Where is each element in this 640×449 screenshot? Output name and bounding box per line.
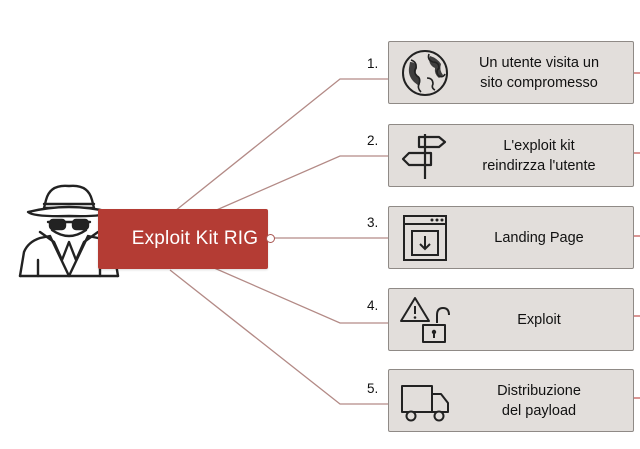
step-number-3: 3. [367, 215, 379, 230]
signpost-icon [401, 134, 447, 179]
step-box-2: L'exploit kit reindirzza l'utente [388, 124, 634, 187]
hub-connector-knob [266, 234, 275, 243]
step-text-1: Un utente visita un sito compromesso [478, 54, 600, 91]
step-box-1: Un utente visita un sito compromesso [388, 41, 634, 104]
connector-step-5 [169, 269, 388, 405]
delivery-truck-icon [401, 385, 449, 422]
step-number-4: 4. [367, 298, 379, 313]
step-number-5: 5. [367, 381, 379, 396]
step-text-4: Exploit [517, 311, 561, 328]
step-box-5: Distribuzione del payload [388, 369, 634, 432]
step-number-2: 2. [367, 133, 379, 148]
warning-unlocked-padlock-icon [400, 297, 450, 343]
landing-page-window-icon [403, 215, 447, 261]
step-box-4: Exploit [388, 288, 634, 351]
connector-step-4 [204, 263, 388, 324]
globe-icon [402, 50, 448, 96]
step-text-5: Distribuzione del payload [497, 382, 581, 419]
connector-step-1 [169, 78, 388, 216]
step-number-1: 1. [367, 56, 379, 71]
hub-label: Exploit Kit RIG [131, 228, 259, 249]
step-box-3: Landing Page [388, 206, 634, 269]
hub-exploit-kit-rig: Exploit Kit RIG [98, 209, 268, 269]
step-text-3: Landing Page [494, 229, 584, 246]
step-text-2: L'exploit kit reindirzza l'utente [482, 137, 596, 174]
connector-step-2 [204, 155, 388, 216]
